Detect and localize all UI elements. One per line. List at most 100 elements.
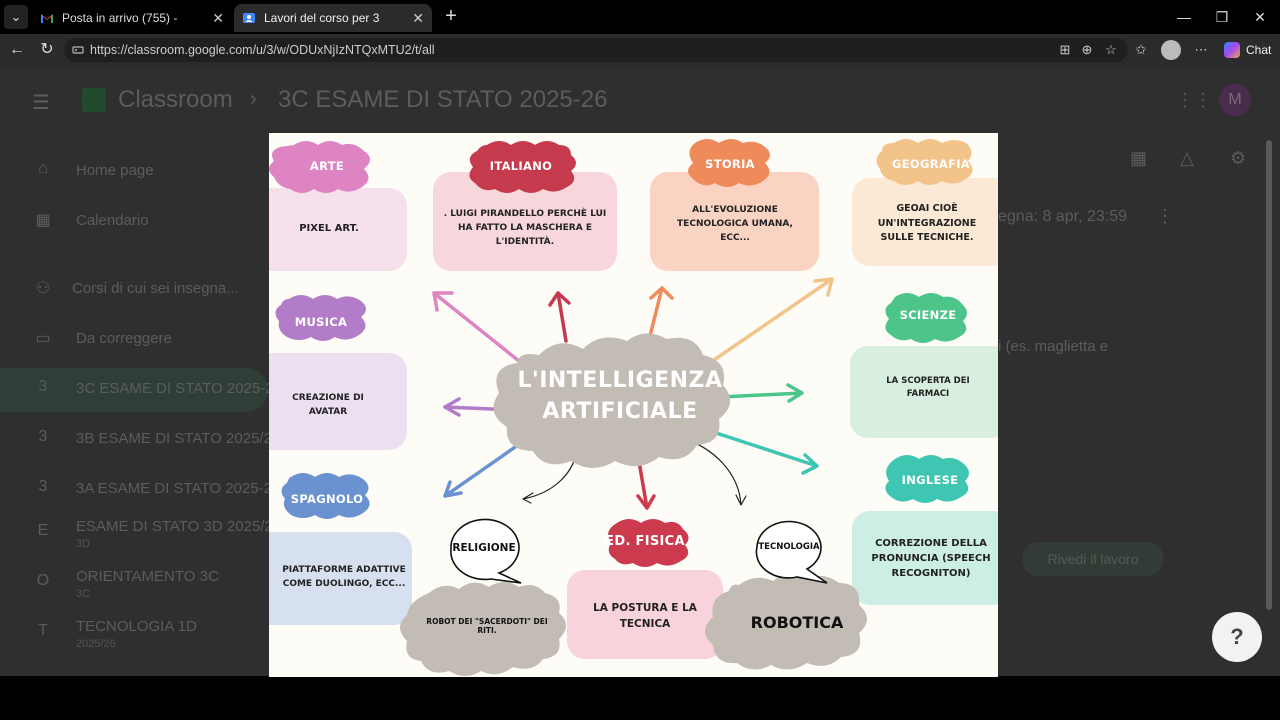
course-name: 3C ESAME DI STATO 2025-2	[76, 380, 274, 397]
inglese-cloud	[885, 455, 969, 503]
scienze-cloud	[885, 293, 967, 343]
ed-fisica-text: LA POSTURA E LA TECNICA	[593, 601, 697, 630]
browser-toolbar: ← ↻ https://classroom.google.com/u/3/w/O…	[0, 34, 1280, 66]
hamburger-menu-icon[interactable]: ☰	[32, 92, 50, 114]
spagnolo-label: SPAGNOLO	[290, 492, 364, 506]
profile-avatar-icon[interactable]	[1161, 40, 1181, 60]
course-name: TECNOLOGIA 1D	[76, 618, 197, 635]
app-title[interactable]: Classroom	[118, 86, 233, 113]
storia-text: ALL'EVOLUZIONE TECNOLOGICA UMANA, ECC...	[677, 205, 793, 243]
arrow-geografia	[712, 277, 834, 362]
sidebar-item-to-review[interactable]: ▭ Da correggere	[0, 318, 268, 362]
sidebar-label: Home page	[76, 162, 154, 179]
help-button[interactable]: ?	[1212, 612, 1262, 662]
more-vert-icon[interactable]: ⋮	[1156, 206, 1174, 226]
religione-cloud	[400, 582, 566, 676]
geografia-text: GEOAI CIOÈ UN'INTEGRAZIONE SULLE TECNICH…	[877, 202, 977, 244]
arrow-italiano	[548, 291, 571, 343]
minimize-icon[interactable]: —	[1177, 9, 1191, 25]
tab-title: Lavori del corso per 3C ESAME DI S	[264, 11, 380, 25]
google-apps-icon[interactable]: ⋮⋮	[1176, 90, 1212, 110]
course-sub: 2025/26	[76, 638, 116, 650]
arrow-storia	[647, 286, 674, 342]
drive-icon[interactable]: △	[1180, 148, 1194, 168]
tecnologia-text: ROBOTICA	[750, 613, 844, 632]
close-tab-icon[interactable]: ✕	[212, 10, 224, 26]
sidebar-label: Calendario	[76, 212, 149, 229]
breadcrumb-course[interactable]: 3C ESAME DI STATO 2025-26	[278, 86, 608, 113]
favorites-icon[interactable]: ✩	[1135, 42, 1147, 57]
italiano-card	[433, 172, 617, 271]
italiano-cloud	[469, 141, 576, 193]
tecnologia-label: TECNOLOGIA	[758, 542, 820, 552]
tab-classroom[interactable]: Lavori del corso per 3C ESAME DI S ✕	[234, 4, 432, 32]
scrollbar-thumb[interactable]	[1266, 140, 1272, 610]
address-bar[interactable]: https://classroom.google.com/u/3/w/ODUxN…	[64, 38, 1128, 62]
spagnolo-cloud	[281, 473, 370, 519]
center-topic-text: L'INTELLIGENZA ARTIFICIALE	[517, 365, 722, 427]
favorite-star-icon[interactable]: ☆	[1105, 42, 1117, 57]
tab-list-chevron-icon[interactable]: ⌄	[4, 5, 28, 29]
due-date-text: egna: 8 apr, 23:59	[998, 208, 1127, 225]
copilot-icon	[1224, 42, 1240, 58]
tab-title: Posta in arrivo (755) - messina.mar	[62, 11, 180, 25]
new-tab-plus-icon[interactable]: +	[445, 5, 457, 27]
reload-icon[interactable]: ↻	[40, 41, 54, 58]
scienze-card	[850, 346, 998, 438]
calendar-icon[interactable]: ▦	[1130, 148, 1148, 168]
course-initial: T	[38, 622, 48, 639]
account-avatar[interactable]: M	[1219, 84, 1251, 116]
calendar-icon: ▦	[35, 212, 51, 229]
classroom-icon	[243, 13, 255, 23]
sidebar-course-3[interactable]: E ESAME DI STATO 3D 2025/2 3D	[0, 512, 273, 556]
course-sub: 3C	[76, 588, 91, 600]
mind-map-arrows	[269, 139, 998, 676]
tab-gmail[interactable]: Posta in arrivo (755) - messina.mar ✕	[32, 4, 232, 32]
ed-fisica-card	[567, 570, 723, 659]
sidebar-course-4[interactable]: O ORIENTAMENTO 3C 3C	[0, 562, 268, 606]
musica-label: MUSICA	[294, 315, 348, 329]
geografia-card	[852, 178, 998, 266]
course-initial: 3	[38, 478, 48, 495]
spagnolo-card	[269, 532, 412, 625]
storia-cloud	[688, 139, 770, 187]
copilot-chat-button[interactable]: Chat	[1220, 38, 1274, 62]
italiano-label: ITALIANO	[489, 159, 553, 173]
center-line-2: ARTIFICIALE	[542, 399, 698, 424]
course-initial: E	[37, 522, 49, 539]
sidebar-item-calendar[interactable]: ▦ Calendario	[0, 200, 268, 244]
inglese-text: CORREZIONE DELLA PRONUNCIA (SPEECH RECOG…	[871, 537, 991, 579]
zoom-icon[interactable]: ⊕	[1081, 42, 1093, 57]
gmail-icon	[41, 14, 53, 23]
breadcrumb-chevron-icon: ›	[250, 88, 257, 110]
close-tab-icon[interactable]: ✕	[412, 10, 424, 26]
sidebar-item-teaching[interactable]: ⚇ Corsi di cui sei insegna...	[0, 268, 268, 312]
scienze-label: SCIENZE	[899, 308, 957, 322]
sidebar-course-0[interactable]: 3 3C ESAME DI STATO 2025-2	[0, 368, 274, 412]
settings-gear-icon[interactable]: ⚙	[1230, 148, 1247, 168]
course-sub: 3D	[76, 538, 91, 550]
back-arrow-icon[interactable]: ←	[9, 41, 25, 58]
more-menu-icon[interactable]: ⋯	[1194, 42, 1208, 57]
course-initial: 3	[38, 378, 48, 395]
course-initial: O	[36, 572, 50, 589]
course-initial: 3	[38, 428, 48, 445]
arrow-arte	[432, 291, 526, 367]
browser-tab-bar: ⌄ Posta in arrivo (755) - messina.mar ✕ …	[0, 0, 1280, 34]
close-window-icon[interactable]: ✕	[1254, 9, 1266, 25]
taskbar-strip	[0, 676, 1280, 720]
restore-icon[interactable]: ❐	[1215, 9, 1229, 25]
arte-label: ARTE	[309, 159, 345, 173]
course-name: ESAME DI STATO 3D 2025/2	[76, 518, 273, 535]
italiano-text: . LUIGI PIRANDELLO PERCHÈ LUI HA FATTO L…	[443, 209, 607, 247]
sidebar-course-5[interactable]: T TECNOLOGIA 1D 2025/26	[0, 612, 268, 656]
review-work-button[interactable]: Rivedi il lavoro	[1022, 542, 1164, 576]
storia-label: STORIA	[705, 157, 755, 171]
sidebar-item-home[interactable]: ⌂ Home page	[0, 150, 268, 194]
app-available-icon[interactable]: ⊞	[1059, 42, 1071, 57]
sidebar-course-2[interactable]: 3 3A ESAME DI STATO 2025-2	[0, 468, 272, 512]
ed-fisica-cloud	[608, 519, 689, 567]
inglese-label: INGLESE	[901, 473, 959, 487]
mind-map-image[interactable]: ARTE ITALIANO STORIA GEOGRAFIA MUSICA SC…	[269, 133, 998, 677]
sidebar-course-1[interactable]: 3 3B ESAME DI STATO 2025/2	[0, 418, 272, 462]
